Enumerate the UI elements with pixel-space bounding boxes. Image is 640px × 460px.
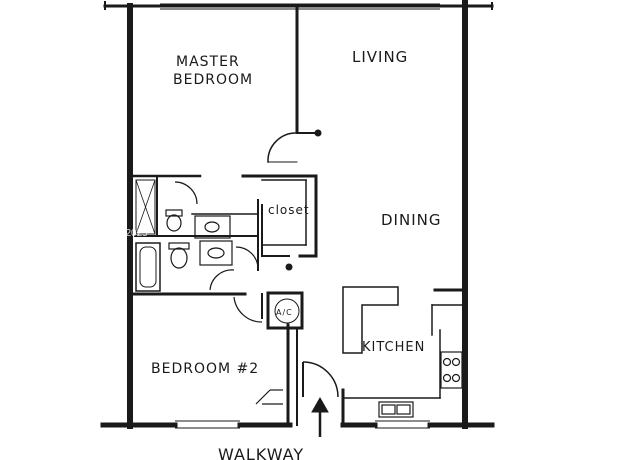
sink-icon	[199, 240, 233, 266]
kitchen-counter	[342, 286, 399, 354]
watermark: A11809005 © Miami MLS® 2025	[2, 228, 148, 239]
bottom-windows	[175, 420, 430, 429]
bath-door	[209, 269, 235, 291]
kitchen-sink-icon	[378, 401, 414, 418]
toilet-icon	[168, 242, 190, 269]
ac-label: A/C	[276, 308, 293, 317]
walkway-label: WALKWAY	[218, 445, 304, 460]
master-bedroom-label-line2: BEDROOM	[173, 72, 253, 88]
bedroom2-door	[233, 296, 263, 323]
toilet-icon	[165, 209, 183, 232]
bath-door	[235, 246, 259, 269]
ac-closet	[266, 291, 304, 330]
shower	[135, 179, 156, 235]
kitchen-label: KITCHEN	[362, 340, 425, 355]
closet-label: closet	[268, 203, 310, 217]
bathtub	[135, 242, 161, 292]
stove-icon	[440, 351, 463, 389]
sink-icon	[194, 215, 231, 239]
outer-walls	[100, 0, 495, 429]
interior-walls	[130, 6, 464, 427]
entry-door	[302, 361, 339, 398]
entry-arrow-icon	[311, 396, 329, 437]
living-label: LIVING	[352, 48, 408, 66]
dining-label: DINING	[381, 211, 441, 229]
master-bedroom-label-line1: MASTER	[176, 54, 240, 70]
top-window	[160, 3, 440, 10]
step-marks	[255, 389, 283, 405]
bedroom2-label: BEDROOM #2	[151, 361, 259, 377]
shower-door	[174, 181, 198, 205]
